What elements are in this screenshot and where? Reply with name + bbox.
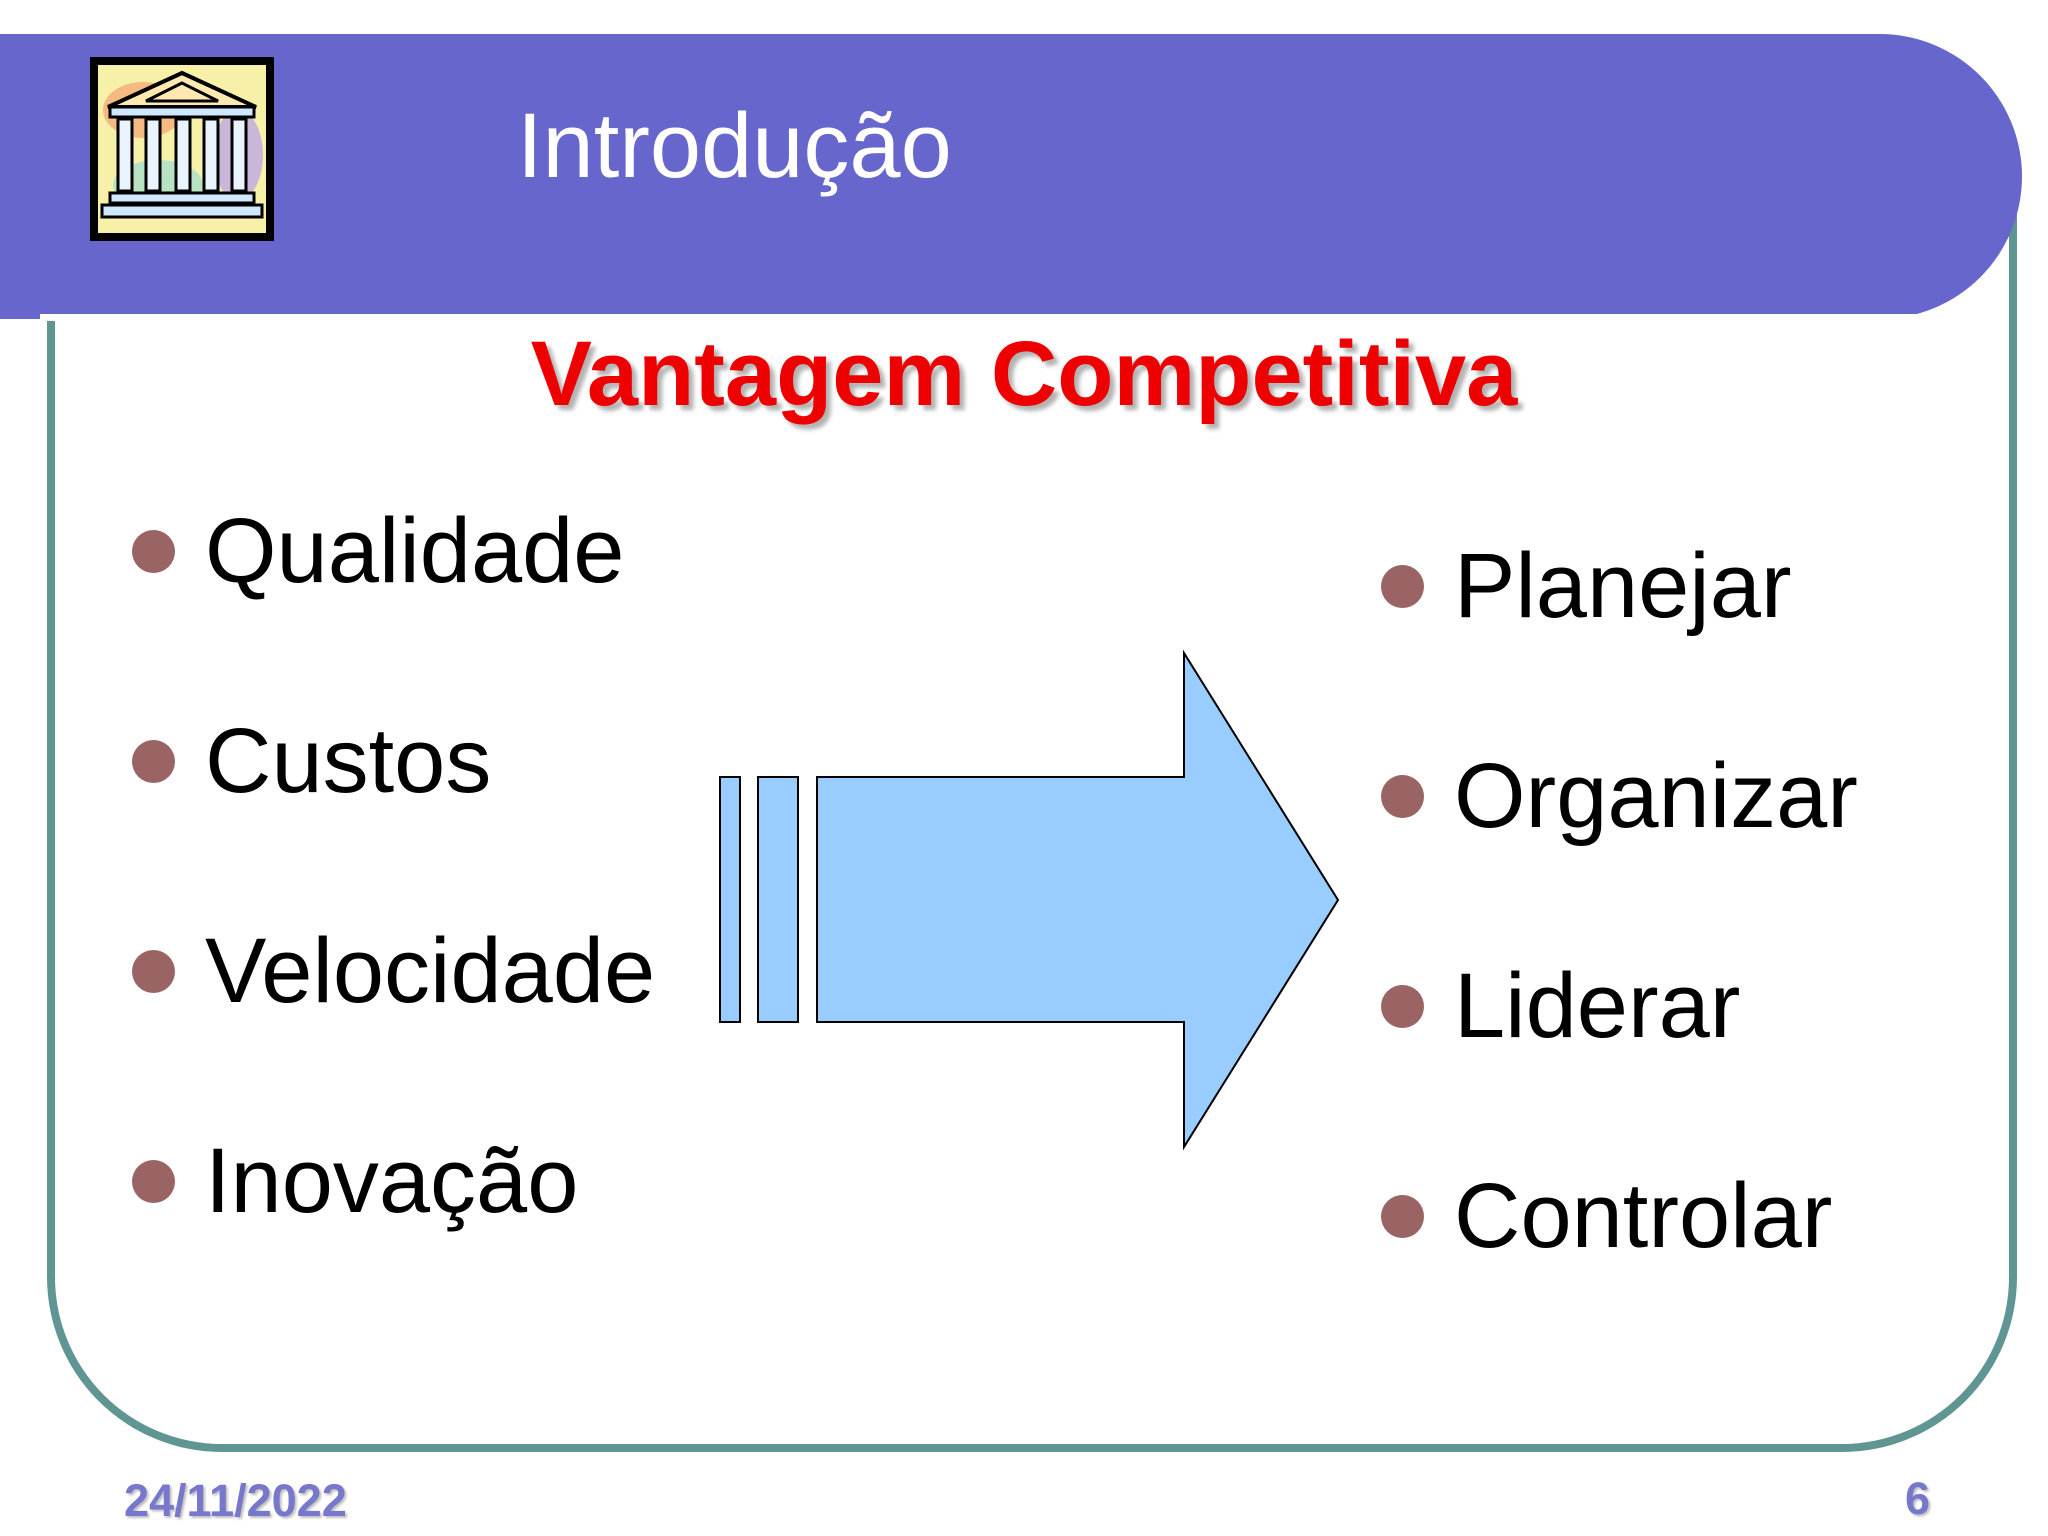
bullet-dot-icon bbox=[132, 949, 175, 993]
list-item: Controlar bbox=[1381, 1170, 1832, 1262]
list-item: Qualidade bbox=[132, 505, 624, 597]
slide-title: Introdução bbox=[517, 95, 952, 197]
bullet-dot-icon bbox=[132, 739, 175, 783]
footer-date: 24/11/2022 bbox=[124, 1475, 347, 1526]
bullet-dot-icon bbox=[1381, 1194, 1424, 1238]
list-item-label: Planejar bbox=[1454, 535, 1792, 637]
bullet-dot-icon bbox=[1381, 984, 1424, 1028]
bullet-dot-icon bbox=[132, 529, 175, 573]
header-band bbox=[0, 34, 2022, 321]
header-rule bbox=[40, 314, 1956, 321]
list-item-label: Velocidade bbox=[205, 920, 656, 1022]
list-item-label: Custos bbox=[205, 710, 492, 812]
list-item-label: Organizar bbox=[1454, 745, 1858, 847]
list-item: Liderar bbox=[1381, 960, 1740, 1052]
classical-building-icon bbox=[90, 57, 274, 241]
page-number: 6 bbox=[1905, 1473, 1931, 1524]
right-arrow-icon bbox=[719, 650, 1340, 1151]
bullet-dot-icon bbox=[1381, 564, 1424, 608]
list-item-label: Liderar bbox=[1454, 955, 1741, 1057]
bullet-dot-icon bbox=[132, 1159, 175, 1203]
list-item-label: Inovação bbox=[205, 1130, 579, 1232]
list-item: Velocidade bbox=[132, 925, 655, 1017]
slide-subtitle: Vantagem Competitiva bbox=[530, 323, 1518, 425]
list-item: Organizar bbox=[1381, 750, 1858, 842]
slide-frame bbox=[47, 180, 2017, 1452]
list-item-label: Controlar bbox=[1454, 1165, 1833, 1267]
bullet-dot-icon bbox=[1381, 774, 1424, 818]
list-item: Inovação bbox=[132, 1135, 578, 1227]
list-item: Custos bbox=[132, 715, 491, 807]
list-item-label: Qualidade bbox=[205, 500, 625, 602]
list-item: Planejar bbox=[1381, 540, 1792, 632]
